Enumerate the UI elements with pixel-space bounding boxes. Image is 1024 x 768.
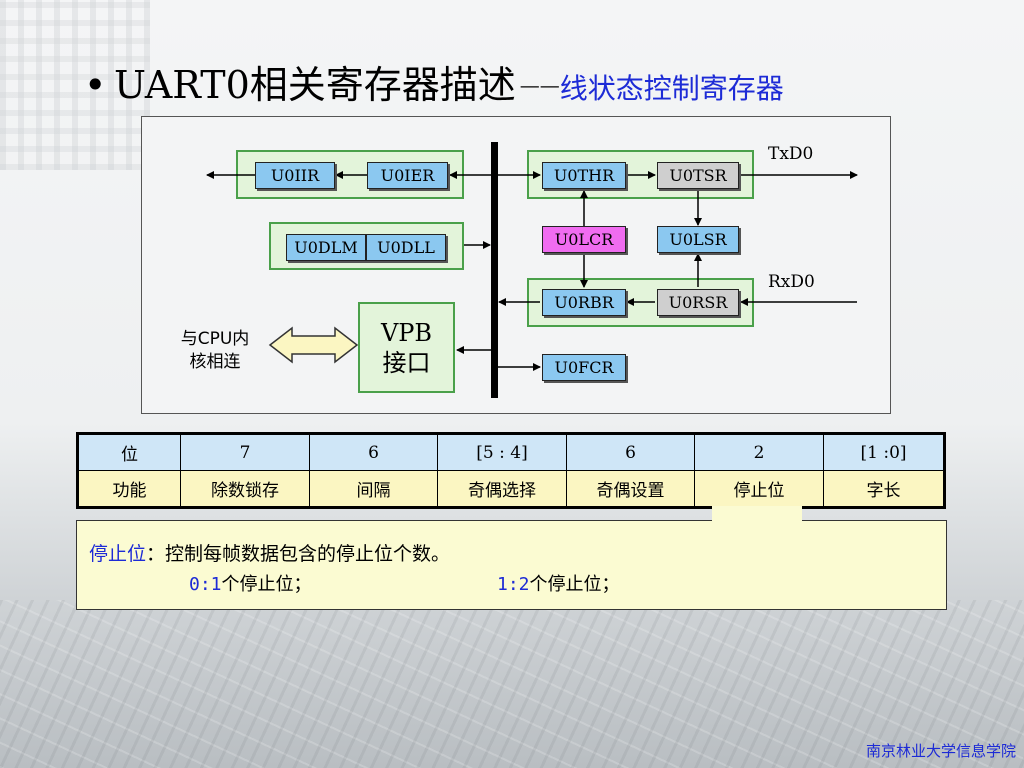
table-cell: 间隔 (309, 470, 438, 508)
cpu-label-line1: 与CPU内 (180, 329, 250, 349)
cpu-label-line2: 核相连 (189, 352, 241, 372)
note-option-0: 0:1个停止位； (189, 570, 312, 596)
note-term: 停止位 (89, 543, 147, 565)
background-texture (0, 600, 1024, 768)
table-cell: 奇偶选择 (437, 470, 567, 508)
lcr-bit-table: 位 7 6 [5 : 4] 6 2 [1 :0] 功能 除数锁存 间隔 奇偶选择… (76, 432, 946, 509)
table-function-row: 功能 除数锁存 间隔 奇偶选择 奇偶设置 停止位 字长 (77, 470, 945, 508)
table-header-row: 位 7 6 [5 : 4] 6 2 [1 :0] (77, 433, 945, 471)
u0thr-register: U0THR (542, 162, 626, 189)
corner-decoration (0, 0, 150, 170)
title-dash: —— (519, 73, 560, 97)
table-cell: 2 (694, 433, 824, 471)
u0lcr-register: U0LCR (542, 226, 626, 253)
note-description: 停止位：控制每帧数据包含的停止位个数。 (89, 539, 450, 566)
table-cell: 除数锁存 (180, 470, 310, 508)
table-cell: 功能 (77, 470, 181, 508)
txd-pin-label: TxD0 (768, 144, 814, 164)
bullet-icon: • (84, 63, 107, 107)
cpu-link-double-arrow (268, 326, 359, 364)
table-cell: [5 : 4] (437, 433, 567, 471)
u0rbr-register: U0RBR (542, 289, 626, 316)
rxd-pin-label: RxD0 (768, 272, 815, 292)
option0-code: 0:1 (189, 574, 222, 595)
u0lsr-register: U0LSR (657, 226, 739, 253)
note-option-1: 1:2个停止位； (497, 570, 620, 596)
table-cell: [1 :0] (823, 433, 945, 471)
footer-institution: 南京林业大学信息学院 (865, 742, 1016, 760)
title-subtitle: 线状态控制寄存器 (559, 72, 784, 105)
u0fcr-register: U0FCR (542, 354, 626, 381)
table-cell: 6 (309, 433, 438, 471)
table-cell: 6 (566, 433, 695, 471)
vpb-label: VPB (380, 319, 433, 347)
u0iir-register: U0IIR (255, 162, 335, 189)
table-cell: 7 (180, 433, 310, 471)
table-cell: 位 (77, 433, 181, 471)
table-cell: 字长 (823, 470, 945, 508)
slide-title: •UART0相关寄存器描述——线状态控制寄存器 (84, 54, 784, 109)
note-desc: 控制每帧数据包含的停止位个数。 (165, 543, 451, 565)
internal-bus (491, 142, 498, 398)
option1-code: 1:2 (497, 574, 530, 595)
title-text: UART0相关寄存器描述 (114, 63, 516, 107)
note-colon: ： (146, 543, 166, 565)
u0dll-register: U0DLL (366, 234, 446, 261)
callout-pointer (712, 506, 802, 524)
option0-text: 个停止位； (221, 574, 312, 595)
cpu-connection-label: 与CPU内 核相连 (170, 328, 260, 374)
u0dlm-register: U0DLM (286, 234, 366, 261)
u0ier-register: U0IER (367, 162, 448, 189)
vpb-interface-block: VPB 接口 (358, 302, 455, 393)
stop-bit-note: 停止位：控制每帧数据包含的停止位个数。 0:1个停止位； 1:2个停止位； (76, 520, 947, 610)
option1-text: 个停止位； (529, 574, 620, 595)
table-cell: 停止位 (694, 470, 824, 508)
u0tsr-register: U0TSR (657, 162, 739, 189)
u0rsr-register: U0RSR (657, 289, 739, 316)
vpb-interface-label: 接口 (382, 349, 431, 377)
table-cell: 奇偶设置 (566, 470, 695, 508)
